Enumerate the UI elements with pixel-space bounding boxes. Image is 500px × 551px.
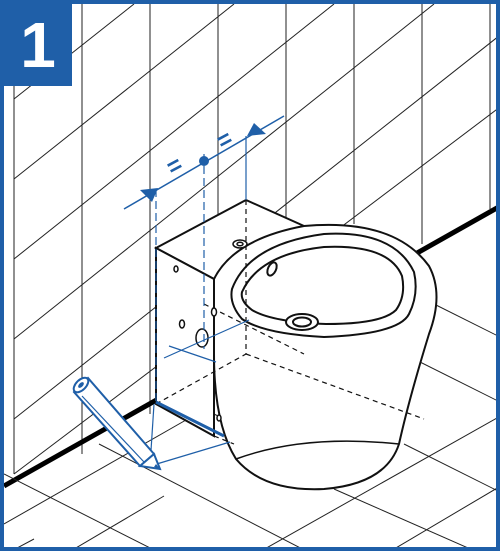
bidet-bowl	[213, 223, 438, 491]
center-construction-lines	[155, 136, 250, 402]
step-number-badge: 1	[4, 4, 72, 86]
hidden-outline	[155, 200, 425, 445]
arrow-left-icon	[247, 123, 266, 136]
pencil-icon	[72, 376, 162, 471]
floor-tile-grid	[4, 303, 496, 547]
bidet-installation-illustration: = =	[4, 4, 496, 547]
equal-mark-left: =	[162, 151, 187, 181]
center-point-icon	[199, 156, 209, 166]
equal-mark-right: =	[212, 125, 237, 155]
dimension-line	[123, 115, 285, 210]
arrow-right-icon	[140, 188, 158, 202]
